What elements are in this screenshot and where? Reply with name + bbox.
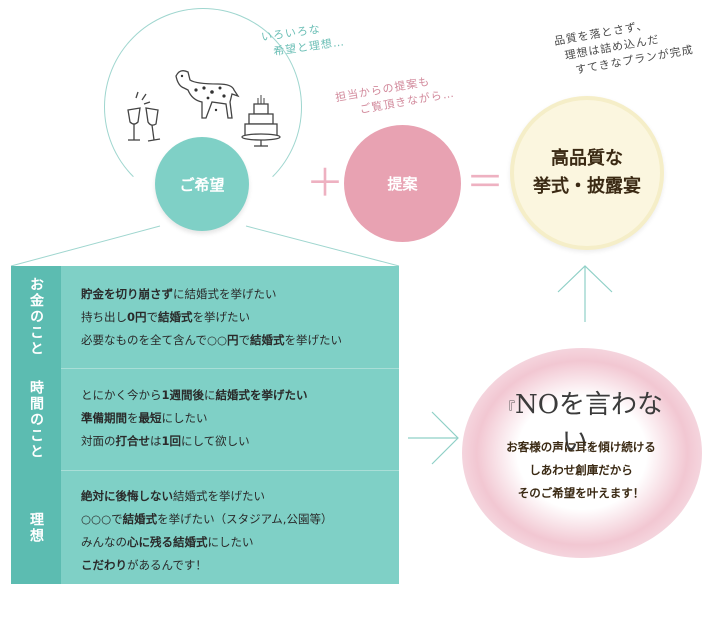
wish-item: とにかく今から1週間後に結婚式を挙げたい — [81, 384, 308, 407]
kibou-circle: ご希望 — [155, 137, 249, 231]
wish-item-text: ○○円 — [206, 333, 239, 347]
wish-item-text: 貯金を切り崩さず — [81, 287, 173, 301]
no-highlight-blob — [462, 348, 702, 558]
divider — [61, 368, 399, 369]
wish-item: 必要なものを全て含んで○○円で結婚式を挙げたい — [81, 329, 342, 352]
wish-item-text: で — [146, 310, 159, 324]
dalmatian-dog-icon — [175, 70, 240, 119]
section-label-money: お金のこと — [28, 277, 44, 357]
wish-item: ○○○で結婚式を挙げたい（スタジアム,公園等） — [81, 508, 332, 531]
wish-item-text: を — [127, 411, 139, 425]
plus-sign: ＋ — [306, 161, 345, 205]
result-line-2: 挙式・披露宴 — [533, 176, 641, 197]
up-arrow-icon — [557, 265, 613, 322]
wish-item-text: 結婚式 — [158, 310, 193, 324]
wish-item-text: こだわり — [81, 558, 127, 572]
wish-item-text: に結婚式を挙げたい — [173, 287, 277, 301]
wish-item: 準備期間を最短にしたい — [81, 407, 308, 430]
wish-item-text: を挙げたい（スタジアム,公園等） — [157, 512, 333, 526]
wish-item-text: 必要なものを全て含んで — [81, 333, 207, 347]
kibou-label: ご希望 — [179, 175, 225, 194]
wish-item-text: みんなの — [81, 535, 127, 549]
wish-item-text: に — [204, 388, 216, 402]
champagne-glasses-icon — [127, 91, 161, 142]
wish-item: 対面の打合せは1回にして欲しい — [81, 430, 308, 453]
wish-item-text: を挙げたい — [192, 310, 251, 324]
section-time: 時間のこと とにかく今から1週間後に結婚式を挙げたい準備期間を最短にしたい対面の… — [11, 369, 399, 470]
wish-item-text: 結婚式 — [122, 512, 158, 526]
wish-item-text: にして欲しい — [181, 434, 250, 448]
wish-item-text: 絶対に後悔しない — [81, 489, 173, 503]
illustration-arc — [104, 8, 302, 206]
divider — [61, 470, 399, 471]
result-circle: 高品質な 挙式・披露宴 — [510, 96, 664, 250]
wish-item-text: 持ち出し — [81, 310, 127, 324]
wish-item: こだわりがあるんです！ — [81, 554, 332, 577]
teian-circle: 提案 — [344, 125, 461, 242]
section-money: お金のこと 貯金を切り崩さずに結婚式を挙げたい持ち出し0円で結婚式を挙げたい必要… — [11, 266, 399, 368]
section-label-ideal: 理想 — [28, 511, 44, 544]
wish-item-text: にしたい — [161, 411, 208, 425]
wish-item-text: 1回 — [161, 434, 182, 448]
wish-item-text: 心に残る結婚式 — [127, 535, 208, 549]
wish-item: 持ち出し0円で結婚式を挙げたい — [81, 306, 342, 329]
wish-item-text: 1週間後 — [161, 388, 205, 402]
wish-item-text: 最短 — [138, 411, 162, 425]
no-title: 『NOを言わない』 — [500, 390, 664, 457]
teian-label: 提案 — [387, 175, 418, 193]
section-label-time: 時間のこと — [28, 379, 44, 460]
no-body: お客様の声に耳を傾け続ける しあわせ創庫だから そのご希望を叶えます！ — [506, 440, 656, 500]
right-arrow-icon — [408, 411, 459, 465]
wish-item-text: 結婚式を挙げたい — [173, 489, 265, 503]
result-line-1: 高品質な — [551, 148, 623, 170]
wish-item-text: 0円 — [127, 310, 147, 324]
wish-item: みんなの心に残る結婚式にしたい — [81, 531, 332, 554]
wish-item-text: 打合せ — [115, 434, 151, 448]
wish-item: 絶対に後悔しない結婚式を挙げたい — [81, 485, 332, 508]
wish-item-text: とにかく今から — [81, 388, 162, 402]
equals-sign: ＝ — [466, 160, 505, 204]
wish-item-text: ○○○で — [81, 512, 123, 526]
wish-item-text: 準備期間 — [81, 411, 127, 425]
wish-item-text: にしたい — [207, 535, 254, 549]
wish-item-text: で — [238, 333, 251, 347]
section-items-time: とにかく今から1週間後に結婚式を挙げたい準備期間を最短にしたい対面の打合せは1回… — [81, 384, 308, 453]
wish-item-text: を挙げたい — [284, 333, 343, 347]
wish-item-text: があるんです！ — [127, 558, 207, 572]
wedding-cake-icon — [241, 95, 281, 147]
wish-item-text: は — [150, 434, 162, 448]
wishes-panel: お金のこと 貯金を切り崩さずに結婚式を挙げたい持ち出し0円で結婚式を挙げたい必要… — [11, 266, 399, 584]
wish-item-text: 結婚式を挙げたい — [215, 388, 308, 402]
wish-item-text: 結婚式 — [250, 333, 285, 347]
panel-tab-column — [11, 266, 61, 584]
wish-item: 貯金を切り崩さずに結婚式を挙げたい — [81, 283, 342, 306]
section-items-ideal: 絶対に後悔しない結婚式を挙げたい○○○で結婚式を挙げたい（スタジアム,公園等）み… — [81, 485, 332, 577]
section-items-money: 貯金を切り崩さずに結婚式を挙げたい持ち出し0円で結婚式を挙げたい必要なものを全て… — [81, 283, 342, 352]
section-ideal: 理想 絶対に後悔しない結婚式を挙げたい○○○で結婚式を挙げたい（スタジアム,公園… — [11, 471, 399, 584]
wish-item-text: 対面の — [81, 434, 116, 448]
